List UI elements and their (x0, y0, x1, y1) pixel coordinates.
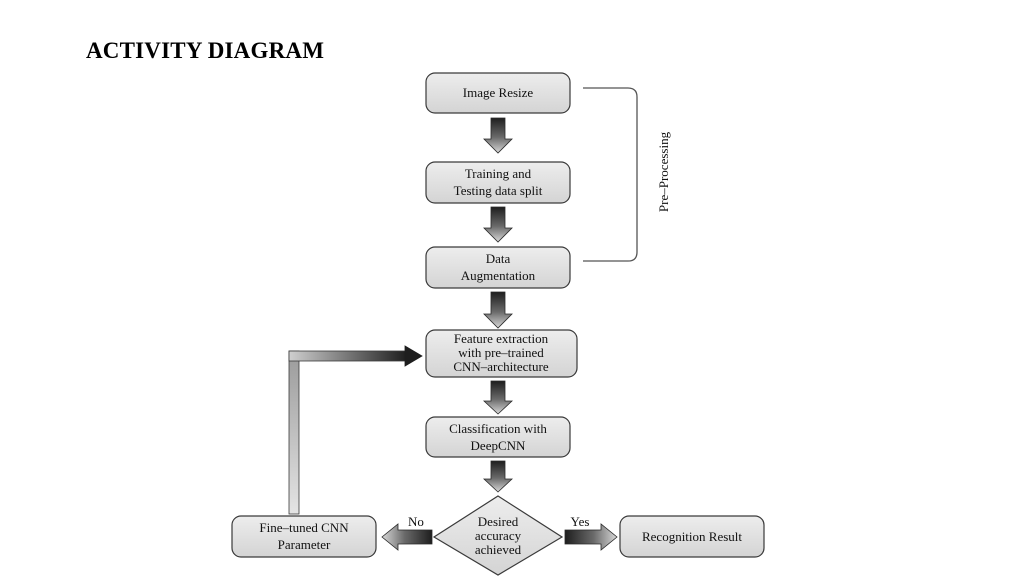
node-classification-line-1: Classification with (449, 421, 547, 436)
node-image-resize-label: Image Resize (463, 85, 534, 100)
node-decision-line-2: accuracy (475, 528, 522, 543)
edge-no-label: No (408, 514, 424, 529)
node-recognition-result-label: Recognition Result (642, 529, 742, 544)
node-data-augmentation: Data Augmentation (425, 246, 571, 289)
arrow-feedback-loop (288, 345, 423, 515)
node-data-split-line-1: Training and (465, 166, 532, 181)
node-fine-tuned-line-2: Parameter (278, 537, 331, 552)
arrow-feature-to-classification (482, 380, 514, 415)
node-fine-tuned-line-1: Fine–tuned CNN (259, 520, 349, 535)
arrow-resize-to-split (483, 117, 513, 154)
node-feature-line-3: CNN–architecture (453, 359, 549, 374)
slide-title: ACTIVITY DIAGRAM (86, 38, 325, 63)
arrow-augmentation-to-feature (483, 291, 513, 329)
node-decision-line-1: Desired (478, 514, 519, 529)
node-classification-line-2: DeepCNN (471, 438, 526, 453)
preprocessing-label: Pre–Processing (656, 131, 671, 212)
node-data-split: Training and Testing data split (425, 161, 571, 204)
node-data-split-line-2: Testing data split (454, 183, 543, 198)
node-decision: Desired accuracy achieved (432, 495, 564, 576)
arrow-split-to-augmentation (483, 206, 513, 243)
arrow-decision-yes: Yes (564, 514, 618, 551)
node-fine-tuned: Fine–tuned CNN Parameter (231, 515, 377, 558)
node-feature-extraction: Feature extraction with pre–trained CNN–… (425, 329, 578, 378)
node-classification: Classification with DeepCNN (425, 416, 571, 458)
preprocessing-bracket: Pre–Processing (583, 87, 671, 262)
node-feature-line-2: with pre–trained (458, 345, 544, 360)
node-augmentation-line-2: Augmentation (461, 268, 536, 283)
node-decision-line-3: achieved (475, 542, 522, 557)
node-augmentation-line-1: Data (486, 251, 511, 266)
node-image-resize: Image Resize (425, 72, 571, 114)
arrow-decision-no: No (381, 514, 433, 551)
arrow-classification-to-decision (482, 460, 514, 493)
node-feature-line-1: Feature extraction (454, 331, 549, 346)
edge-yes-label: Yes (571, 514, 590, 529)
node-recognition-result: Recognition Result (619, 515, 765, 558)
